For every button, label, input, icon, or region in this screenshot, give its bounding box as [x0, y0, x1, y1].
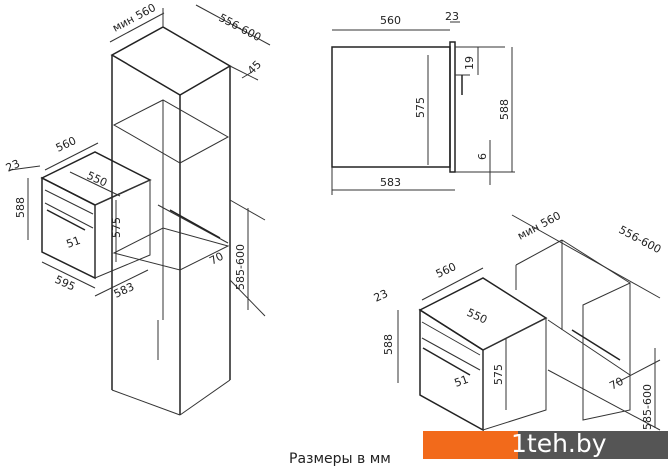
label-side-bottom-offset: 6 [476, 153, 489, 160]
base-cabinet [511, 214, 661, 431]
label-niche-height: 585-600 [234, 244, 247, 290]
label-side-total-depth: 583 [380, 176, 401, 189]
oven-right [397, 267, 548, 432]
label-cabinet-depth: 556-600 [217, 11, 264, 44]
label-oven-height: 588 [14, 197, 27, 218]
tall-cabinet [110, 26, 232, 416]
oven-left [40, 151, 152, 280]
label-body-depth: 583 [112, 280, 137, 301]
label-handle: 51 [65, 234, 83, 251]
oven-left-dimension-lines [9, 142, 149, 297]
label-r-front-offset: 23 [372, 287, 390, 305]
label-r-niche-height: 585-600 [641, 384, 654, 430]
label-body-height: 575 [110, 217, 123, 238]
label-oven-depth: 550 [85, 169, 110, 190]
label-side-body-height: 575 [414, 97, 427, 118]
watermark-gray-block [518, 431, 668, 459]
caption: Размеры в мм [289, 451, 391, 467]
label-side-top-offset: 19 [463, 56, 476, 70]
label-side-total-height: 588 [498, 99, 511, 120]
label-r-oven-width: 560 [434, 260, 459, 281]
label-side-depth: 560 [380, 14, 401, 27]
label-r-body-height: 575 [492, 364, 505, 385]
label-side-front: 23 [445, 10, 459, 23]
label-vent: 70 [207, 250, 225, 268]
label-cabinet-width: мин 560 [110, 1, 158, 35]
label-front-offset: 23 [4, 157, 22, 175]
label-r-oven-height: 588 [382, 334, 395, 355]
label-r-oven-depth: 550 [465, 306, 490, 327]
watermark: 1teh.by [423, 429, 668, 459]
watermark-text: 1teh.by [511, 429, 607, 458]
label-front-width: 595 [53, 273, 78, 294]
cabinet-dimension-lines [109, 4, 271, 317]
label-r-vent: 70 [607, 375, 625, 393]
label-r-handle: 51 [453, 373, 471, 390]
label-oven-width: 560 [54, 134, 79, 155]
label-r-cabinet-depth: 556-600 [617, 223, 664, 256]
watermark-orange-block [423, 431, 518, 459]
label-r-cabinet-width: мин 560 [515, 209, 563, 243]
side-view [331, 21, 515, 195]
